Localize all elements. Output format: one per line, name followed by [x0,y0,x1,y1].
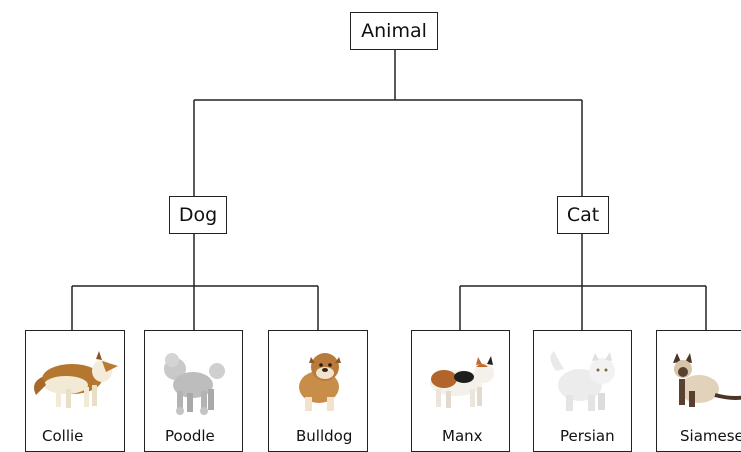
leaf-label: Poodle [165,427,215,445]
leaf-card-bulldog: Bulldog [268,330,368,452]
leaf-card-persian: Persian [533,330,632,452]
leaf-label: Siamese [680,427,741,445]
poodle-dog-icon [164,353,225,415]
category-node-cat: Cat [557,196,609,234]
category-node-label: Dog [178,204,218,226]
category-node-label: Cat [566,204,600,226]
leaf-label: Collie [42,427,84,445]
leaf-card-poodle: Poodle [144,330,243,452]
manx-cat-icon [430,356,494,408]
leaf-card-collie: Collie [25,330,125,452]
root-node-label: Animal [361,20,427,42]
category-node-dog: Dog [169,196,227,234]
root-node-animal: Animal [350,12,438,50]
leaf-card-siamese: Siamese [656,330,741,452]
siamese-cat-icon [673,353,741,407]
leaf-label: Bulldog [296,427,353,445]
leaf-label: Persian [560,427,615,445]
persian-cat-icon [550,351,615,411]
leaf-card-manx: Manx [411,330,510,452]
collie-dog-icon [34,351,118,408]
leaf-label: Manx [442,427,483,445]
bulldog-dog-icon [299,353,341,411]
